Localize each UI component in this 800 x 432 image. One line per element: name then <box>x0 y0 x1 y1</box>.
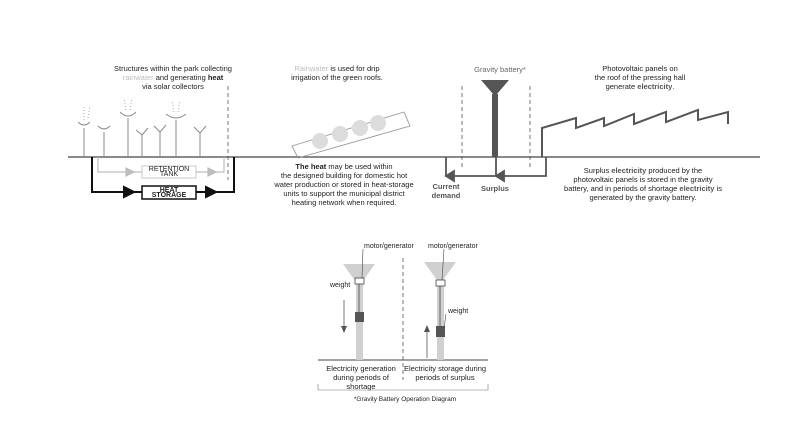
heat-storage-label-2: STORAGE <box>152 192 187 199</box>
pv-caption: Photovoltaic panels on the roof of the p… <box>594 64 686 91</box>
heat-word: heat <box>207 73 224 82</box>
pv-sawtooth-roof <box>541 108 729 157</box>
rainwater-rest: is used for drip <box>328 64 380 73</box>
generation-caption: Electricity generation during periods of… <box>326 364 396 391</box>
heat-line2: the designed building for domestic hot <box>280 171 408 180</box>
collect-line1: Structures within the park collecting <box>114 64 232 73</box>
pv-electricity: electricity <box>637 82 673 91</box>
op-left-weight-label: weight <box>329 282 350 289</box>
shortage-electricity: electricity <box>679 184 715 193</box>
current-demand-label: Current demand <box>431 182 461 200</box>
heat-storage <box>141 185 197 200</box>
op-left-motor <box>354 277 365 285</box>
op-right-motor-label: motor/generator <box>428 243 478 250</box>
op-right-motor <box>435 279 446 287</box>
op-left-motor-label: motor/generator <box>364 243 414 250</box>
heat-loop <box>91 157 235 199</box>
heat-bold: The heat <box>295 162 327 171</box>
rainwater-word: rainwater <box>122 73 154 82</box>
op-right-tower <box>424 248 456 360</box>
op-right-weight <box>436 326 445 337</box>
heat-caption: The heat may be used within the designed… <box>264 162 424 207</box>
green-roof <box>291 111 411 159</box>
heat-line3: water production or stored in heat-stora… <box>274 180 414 189</box>
rainwater-title: Rainwater <box>294 64 329 73</box>
op-right-weight-label: weight <box>447 308 468 315</box>
operation-footnote: *Gravity Battery Operation Diagram <box>353 396 457 403</box>
retention-tank <box>141 165 197 179</box>
heat-line5: heating network when required. <box>291 198 397 207</box>
retention-tank-label-1: RETENTION <box>149 166 189 173</box>
rainwater-caption: Rainwater is used for drip irrigation of… <box>272 64 402 82</box>
heat-storage-label-1: HEAT <box>160 187 179 194</box>
collect-caption: Structures within the park collecting ra… <box>88 64 258 91</box>
battery-flow-loop <box>444 157 547 183</box>
heat-line4: units to support the municipal district <box>283 189 405 198</box>
tree-structures <box>77 97 207 157</box>
collect-mid: and generating <box>153 73 208 82</box>
pv-line2: the roof of the pressing hall <box>594 73 686 82</box>
pv-line3a: generate <box>605 82 638 91</box>
gravity-battery-tower <box>481 80 509 157</box>
retention-tank-label-2: TANK <box>160 171 178 178</box>
retention-loop <box>97 157 225 177</box>
heat-rest1: may be used within <box>326 162 393 171</box>
gravity-battery-title: Gravity battery* <box>474 65 526 74</box>
op-left-weight <box>355 312 364 322</box>
surplus-caption: Surplus electricity produced by the phot… <box>564 166 722 202</box>
storage-caption: Electricity storage during periods of su… <box>403 364 487 382</box>
collect-line3: via solar collectors <box>142 82 204 91</box>
rainwater-line2: irrigation of the green roofs. <box>291 73 383 82</box>
surplus-electricity: electricity <box>611 166 647 175</box>
op-left-tower <box>341 248 375 360</box>
pv-line1: Photovoltaic panels on <box>602 64 678 73</box>
op-bracket <box>317 384 489 391</box>
surplus-label: Surplus <box>481 184 509 193</box>
